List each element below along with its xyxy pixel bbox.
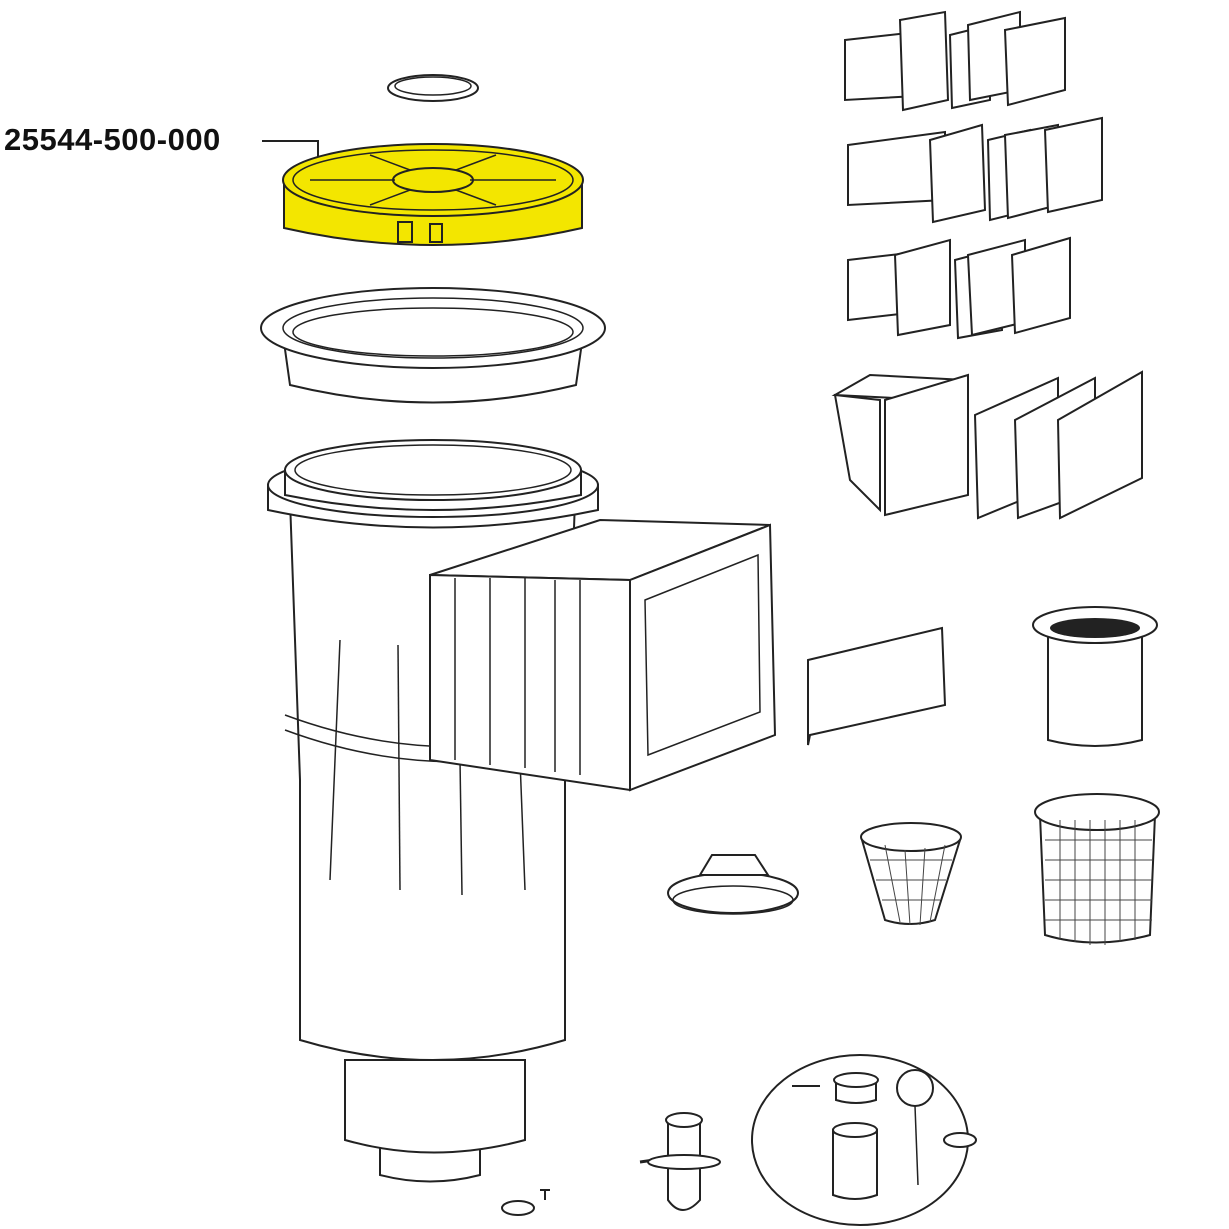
faceplate-kit-2 <box>847 116 1103 224</box>
float-valve <box>667 854 799 915</box>
faceplate-kit-3 <box>847 236 1071 340</box>
skimmer-basket <box>860 822 962 926</box>
skimmer-lid-highlighted[interactable] <box>282 143 584 246</box>
faceplate-kits <box>831 10 1143 520</box>
part-number-label: 25544-500-000 <box>4 122 221 157</box>
plug-cap <box>501 1189 550 1216</box>
skimmer-throat <box>429 518 777 792</box>
mesh-basket <box>1034 793 1160 945</box>
strainer-sleeve <box>1032 606 1158 747</box>
lid-ring <box>387 74 479 102</box>
equalizer-fitting <box>639 1112 721 1211</box>
faceplate-kit-4 <box>831 370 1143 520</box>
faceplate-kit-1 <box>844 10 1066 112</box>
small-parts-kit <box>751 1054 977 1226</box>
skimmer-collar <box>260 287 606 404</box>
weir-door <box>807 626 947 746</box>
